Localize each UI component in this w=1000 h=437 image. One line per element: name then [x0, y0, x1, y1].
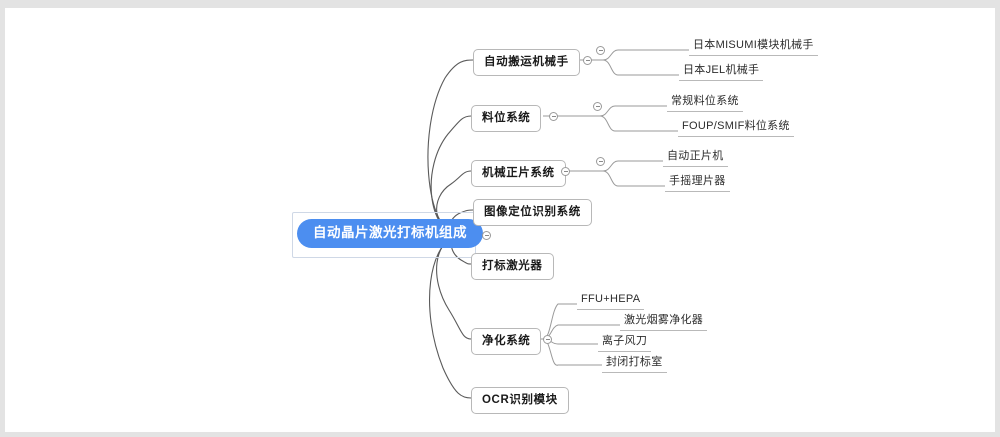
branch-3-fork-toggle[interactable]	[596, 157, 605, 166]
branch-node-3[interactable]: 机械正片系统	[471, 160, 566, 187]
edge-branch-2-child-2	[599, 115, 678, 132]
leaf-node-2-2[interactable]: FOUP/SMIF料位系统	[678, 118, 794, 137]
mindmap-canvas[interactable]: 自动晶片激光打标机组成 自动搬运机械手 料位系统 机械正片系统 图像定位识别系统…	[5, 8, 995, 432]
branch-6-collapse-toggle[interactable]	[543, 335, 552, 344]
branch-node-6[interactable]: 净化系统	[471, 328, 542, 355]
edge-branch-3-child-1	[602, 160, 663, 172]
edge-branch-6-child-4	[542, 338, 602, 366]
branch-2-collapse-toggle[interactable]	[549, 112, 558, 121]
leaf-node-6-2-label: 激光烟雾净化器	[624, 314, 704, 326]
branch-node-2[interactable]: 料位系统	[471, 105, 542, 132]
leaf-node-2-1-label: 常规料位系统	[671, 95, 739, 107]
branch-3-collapse-toggle[interactable]	[561, 167, 570, 176]
edge-root-to-branch-7	[428, 234, 472, 399]
edge-branch-1-child-1	[602, 49, 689, 61]
leaf-node-3-2[interactable]: 手摇理片器	[665, 173, 730, 192]
leaf-node-2-2-label: FOUP/SMIF料位系统	[682, 120, 790, 132]
edge-branch-6-child-1	[542, 303, 577, 340]
branch-node-4-label: 图像定位识别系统	[484, 206, 581, 218]
branch-node-5-label: 打标激光器	[482, 260, 543, 272]
leaf-node-6-3[interactable]: 离子风刀	[598, 333, 652, 352]
branch-node-5[interactable]: 打标激光器	[471, 253, 554, 280]
leaf-node-3-2-label: 手摇理片器	[669, 175, 726, 187]
branch-node-7[interactable]: OCR识别模块	[471, 387, 569, 414]
branch-node-1[interactable]: 自动搬运机械手	[473, 49, 580, 76]
branch-node-3-label: 机械正片系统	[482, 167, 555, 179]
leaf-node-1-1[interactable]: 日本MISUMI模块机械手	[689, 37, 818, 56]
leaf-node-2-1[interactable]: 常规料位系统	[667, 93, 743, 112]
branch-1-fork-toggle[interactable]	[596, 46, 605, 55]
branch-node-4[interactable]: 图像定位识别系统	[473, 199, 592, 226]
leaf-node-6-4[interactable]: 封闭打标室	[602, 354, 667, 373]
branch-node-7-label: OCR识别模块	[482, 394, 558, 406]
branch-node-2-label: 料位系统	[482, 112, 531, 124]
edge-branch-3-child-2	[602, 170, 665, 187]
edge-root-to-branch-1	[427, 59, 474, 236]
leaf-node-1-1-label: 日本MISUMI模块机械手	[693, 39, 814, 51]
branch-2-fork-toggle[interactable]	[593, 102, 602, 111]
edge-branch-2-child-1	[599, 105, 667, 117]
leaf-node-6-2[interactable]: 激光烟雾净化器	[620, 312, 708, 331]
leaf-node-6-1-label: FFU+HEPA	[581, 293, 641, 305]
root-collapse-toggle[interactable]	[482, 231, 491, 240]
branch-1-collapse-toggle[interactable]	[583, 56, 592, 65]
leaf-node-3-1-label: 自动正片机	[667, 150, 724, 162]
edge-branch-1-child-2	[602, 59, 679, 76]
leaf-node-6-4-label: 封闭打标室	[606, 356, 663, 368]
root-node-label: 自动晶片激光打标机组成	[313, 225, 467, 240]
leaf-node-1-2[interactable]: 日本JEL机械手	[679, 62, 764, 81]
leaf-node-1-2-label: 日本JEL机械手	[683, 64, 760, 76]
leaf-node-6-3-label: 离子风刀	[602, 335, 648, 347]
leaf-node-6-1[interactable]: FFU+HEPA	[577, 291, 645, 310]
branch-node-1-label: 自动搬运机械手	[484, 56, 569, 68]
leaf-node-3-1[interactable]: 自动正片机	[663, 148, 728, 167]
branch-node-6-label: 净化系统	[482, 335, 531, 347]
root-node[interactable]: 自动晶片激光打标机组成	[297, 219, 483, 248]
